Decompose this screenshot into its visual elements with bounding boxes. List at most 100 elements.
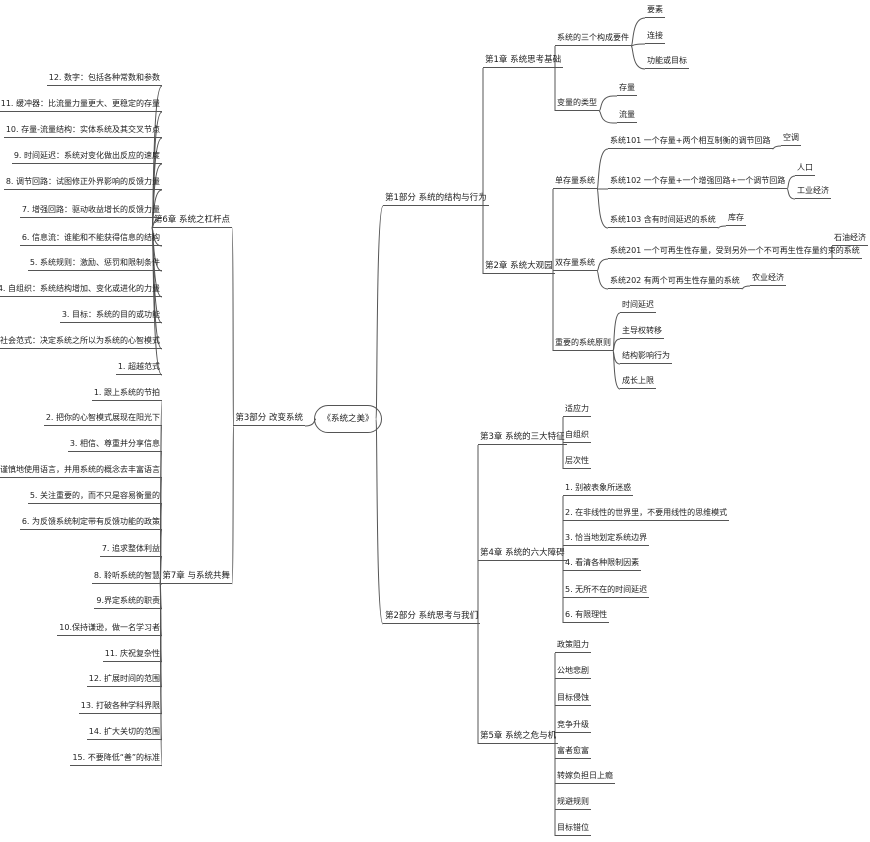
dance-guideline-topic[interactable]: 11. 庆祝复杂性 (102, 648, 162, 662)
leaf-topic[interactable]: 功能或目标 (645, 55, 689, 69)
system-principles-topic[interactable]: 重要的系统原则 (553, 337, 613, 351)
dance-guideline-topic[interactable]: 1. 跟上系统的节拍 (91, 387, 162, 401)
connector-line (717, 225, 727, 229)
leaf-topic[interactable]: 结构影响行为 (620, 350, 672, 364)
part-2-topic[interactable]: 第2部分 系统思考与我们 (383, 610, 481, 624)
leverage-point-topic[interactable]: 5. 系统规则：激励、惩罚和限制条件 (27, 257, 162, 271)
leaf-topic[interactable]: 1. 别被表象所迷惑 (563, 482, 634, 496)
leaf-topic[interactable]: 2. 在非线性的世界里，不要用线性的思维模式 (563, 507, 730, 521)
connector-line (786, 188, 796, 200)
leaf-topic[interactable]: 公地悲剧 (555, 665, 591, 679)
system-type-topic[interactable]: 系统103 含有时间延迟的系统 (608, 214, 718, 228)
leaf-topic[interactable]: 自组织 (563, 429, 591, 443)
central-topic[interactable]: 《系统之美》 (314, 405, 382, 433)
variable-types-topic[interactable]: 变量的类型 (555, 97, 599, 111)
connector-line (630, 45, 646, 70)
dance-guideline-topic[interactable]: 6. 为反馈系统制定带有反馈功能的政策 (19, 516, 162, 530)
leaf-topic[interactable]: 适应力 (563, 403, 591, 417)
leverage-point-topic[interactable]: 11. 缓冲器：比流量力量更大、更稳定的存量 (0, 98, 162, 112)
leaf-topic[interactable]: 目标侵蚀 (555, 692, 591, 706)
connector-line (612, 312, 621, 352)
chapter-1-topic[interactable]: 第1章 系统思考基础 (483, 54, 564, 68)
leverage-point-topic[interactable]: 4. 自组织：系统结构增加、变化或进化的力量 (0, 283, 162, 297)
dance-guideline-topic[interactable]: 9.界定系统的职责 (94, 595, 162, 609)
leaf-topic[interactable]: 目标错位 (555, 822, 591, 836)
dance-guideline-topic[interactable]: 12. 扩展时间的范围 (86, 673, 162, 687)
system-components-topic[interactable]: 系统的三个构成要件 (555, 32, 631, 46)
single-stock-topic[interactable]: 单存量系统 (553, 175, 597, 189)
connector-line (612, 350, 621, 390)
dance-guideline-topic[interactable]: 10.保持谦逊，做一名学习者 (57, 622, 162, 636)
leaf-topic[interactable]: 规避规则 (555, 796, 591, 810)
leverage-point-topic[interactable]: 6. 信息流：谁能和不能获得信息的结构 (19, 232, 162, 246)
system-type-topic[interactable]: 系统202 有两个可再生性存量的系统 (608, 275, 742, 289)
leaf-topic[interactable]: 连接 (645, 30, 665, 44)
leverage-point-topic[interactable]: 7. 增强回路：驱动收益增长的反馈力量 (19, 204, 162, 218)
connector-line (786, 175, 796, 190)
chapter-7-topic[interactable]: 第7章 与系统共舞 (160, 570, 232, 584)
connector-line (231, 227, 234, 427)
example-topic[interactable]: 库存 (726, 212, 746, 226)
example-topic[interactable]: 人口 (795, 162, 815, 176)
example-topic[interactable]: 工业经济 (795, 185, 831, 199)
system-type-topic[interactable]: 系统102 一个存量+一个增强回路+一个调节回路 (608, 175, 788, 189)
leverage-point-topic[interactable]: 8. 调节回路：试图修正外界影响的反馈力量 (3, 176, 162, 190)
leaf-topic[interactable]: 要素 (645, 4, 665, 18)
dance-guideline-topic[interactable]: 4. 谨慎地使用语言，并用系统的概念去丰富语言 (0, 464, 162, 478)
leaf-topic[interactable]: 时间延迟 (620, 299, 656, 313)
example-topic[interactable]: 石油经济 (832, 232, 868, 246)
leaf-topic[interactable]: 转嫁负担日上瘾 (555, 770, 615, 784)
leverage-point-topic[interactable]: 1. 超越范式 (115, 361, 162, 375)
connector-line (598, 110, 617, 124)
connector-line (630, 43, 646, 47)
leaf-topic[interactable]: 成长上限 (620, 375, 656, 389)
chapter-3-topic[interactable]: 第3章 系统的三大特征 (478, 431, 567, 445)
dance-guideline-topic[interactable]: 13. 打破各种学科界限 (78, 700, 162, 714)
connector-line (596, 148, 609, 190)
leaf-topic[interactable]: 4. 看清各种限制因素 (563, 557, 642, 571)
leverage-point-topic[interactable]: 9. 时间延迟：系统对变化做出反应的速度 (11, 150, 162, 164)
part-3-topic[interactable]: 第3部分 改变系统 (233, 412, 305, 426)
connector-line (375, 205, 384, 420)
leaf-topic[interactable]: 竞争升级 (555, 719, 591, 733)
system-type-topic[interactable]: 系统101 一个存量+两个相互制衡的调节回路 (608, 135, 773, 149)
double-stock-topic[interactable]: 双存量系统 (553, 257, 597, 271)
leaf-topic[interactable]: 主导权转移 (620, 325, 664, 339)
connector-line (630, 17, 646, 47)
leaf-topic[interactable]: 5. 无所不在的时间延迟 (563, 584, 650, 598)
leaf-topic[interactable]: 存量 (617, 82, 637, 96)
chapter-6-topic[interactable]: 第6章 系统之杠杆点 (151, 214, 232, 228)
connector-line (231, 425, 234, 585)
connector-line (612, 338, 621, 352)
connector-line (741, 285, 751, 290)
chapter-4-topic[interactable]: 第4章 系统的六大障碍 (478, 547, 567, 561)
dance-guideline-topic[interactable]: 7. 追求整体利益 (99, 543, 162, 557)
dance-guideline-topic[interactable]: 5. 关注重要的，而不只是容易衡量的 (27, 490, 162, 504)
connector-line (151, 227, 163, 376)
leaf-topic[interactable]: 政策阻力 (555, 639, 591, 653)
leverage-point-topic[interactable]: 12. 数字：包括各种常数和参数 (46, 72, 162, 86)
example-topic[interactable]: 农业经济 (750, 272, 786, 286)
chapter-2-topic[interactable]: 第2章 系统大观园 (483, 260, 555, 274)
leaf-topic[interactable]: 3. 恰当地划定系统边界 (563, 532, 650, 546)
part-1-topic[interactable]: 第1部分 系统的结构与行为 (383, 192, 489, 206)
chapter-5-topic[interactable]: 第5章 系统之危与机 (478, 730, 559, 744)
dance-guideline-topic[interactable]: 3. 相信、尊重并分享信息 (67, 438, 162, 452)
leaf-topic[interactable]: 6. 有限理性 (563, 609, 610, 623)
dance-guideline-topic[interactable]: 14. 扩大关切的范围 (86, 726, 162, 740)
leaf-topic[interactable]: 层次性 (563, 455, 591, 469)
connector-line (598, 95, 617, 112)
leaf-topic[interactable]: 富者愈富 (555, 745, 591, 759)
leaf-topic[interactable]: 流量 (617, 109, 637, 123)
system-type-topic[interactable]: 系统201 一个可再生性存量，受到另外一个不可再生性存量约束的系统 (608, 245, 862, 259)
connector-line (375, 418, 384, 625)
leverage-point-topic[interactable]: 10. 存量-流量结构：实体系统及其交叉节点 (3, 124, 162, 138)
dance-guideline-topic[interactable]: 2. 把你的心智模式展现在阳光下 (43, 412, 162, 426)
connector-line (612, 350, 621, 365)
leverage-point-topic[interactable]: 3. 目标：系统的目的或功能 (59, 309, 162, 323)
example-topic[interactable]: 空调 (781, 132, 801, 146)
dance-guideline-topic[interactable]: 15. 不要降低“善”的标准 (70, 752, 162, 766)
leverage-point-topic[interactable]: 2. 社会范式：决定系统之所以为系统的心智模式 (0, 335, 162, 349)
dance-guideline-topic[interactable]: 8. 聆听系统的智慧 (91, 570, 162, 584)
